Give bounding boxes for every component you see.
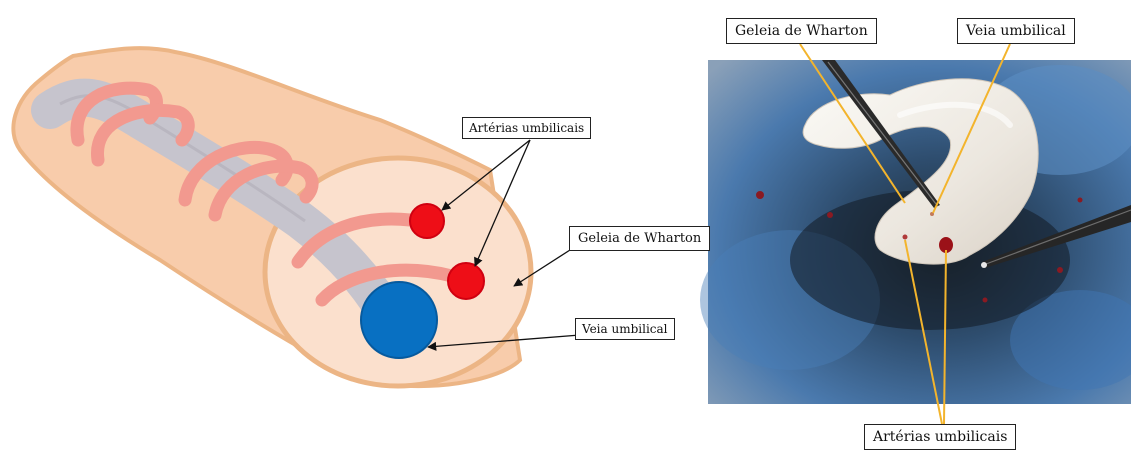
blood-speck bbox=[1078, 198, 1083, 203]
label-vein-diagram: Veia umbilical bbox=[575, 318, 675, 340]
label-wharton-diagram: Geleia de Wharton bbox=[569, 226, 710, 251]
blood-speck bbox=[983, 298, 988, 303]
artery-dot-upper bbox=[410, 204, 444, 238]
label-arteries-photo: Artérias umbilicais bbox=[864, 424, 1016, 450]
photo-forceps-tip-glint bbox=[981, 262, 987, 268]
label-arteries-diagram: Artérias umbilicais bbox=[462, 117, 591, 139]
label-vein-photo: Veia umbilical bbox=[957, 18, 1075, 44]
artery-dot-lower bbox=[448, 263, 484, 299]
label-wharton-photo: Geleia de Wharton bbox=[726, 18, 877, 44]
photo-artery-speck bbox=[903, 235, 908, 240]
blood-speck bbox=[827, 212, 833, 218]
cord-photo bbox=[700, 44, 1131, 424]
vein-dot bbox=[361, 282, 437, 358]
cord-diagram bbox=[13, 48, 580, 386]
blood-speck bbox=[756, 191, 764, 199]
blood-speck bbox=[1057, 267, 1063, 273]
